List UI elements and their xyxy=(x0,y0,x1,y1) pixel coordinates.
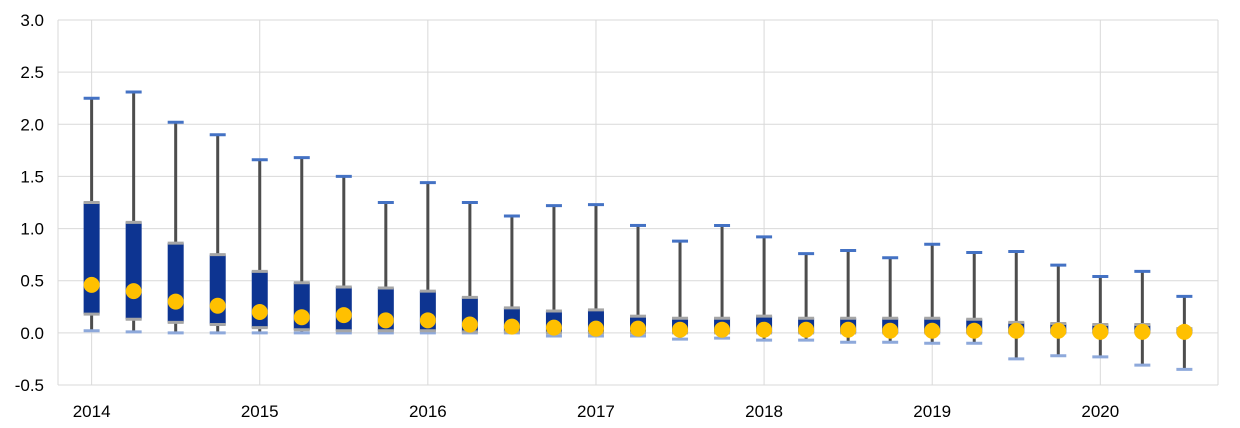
box-item xyxy=(1050,263,1067,358)
median-dot xyxy=(966,322,983,339)
y-tick-label: 1.5 xyxy=(20,167,44,186)
median-dot xyxy=(1176,323,1193,340)
box-item xyxy=(503,214,520,335)
median-dot xyxy=(293,309,310,326)
y-tick-label: 2.5 xyxy=(20,63,44,82)
median-dot xyxy=(461,316,478,333)
median-dot xyxy=(545,319,562,336)
median-dot xyxy=(587,320,604,337)
median-dot xyxy=(882,322,899,339)
box-item xyxy=(1092,275,1109,359)
median-dot xyxy=(1092,323,1109,340)
y-tick-label: 1.0 xyxy=(20,220,44,239)
box-item xyxy=(966,251,983,345)
x-tick-label: 2014 xyxy=(73,402,111,421)
y-tick-label: -0.5 xyxy=(15,376,44,395)
box-item xyxy=(419,181,436,335)
iqr-box xyxy=(209,254,226,325)
box-item xyxy=(545,204,562,338)
median-dot xyxy=(924,322,941,339)
median-dot xyxy=(167,293,184,310)
x-tick-label: 2020 xyxy=(1081,402,1119,421)
median-dot xyxy=(125,283,142,300)
y-tick-label: 0.5 xyxy=(20,272,44,291)
median-dot xyxy=(798,321,815,338)
box-item xyxy=(293,156,310,335)
y-tick-label: 2.0 xyxy=(20,115,44,134)
median-dot xyxy=(1050,322,1067,339)
box-item xyxy=(1008,250,1025,361)
box-item xyxy=(630,223,646,338)
x-tick-label: 2018 xyxy=(745,402,783,421)
box-item xyxy=(251,158,268,335)
median-dot xyxy=(251,304,268,320)
median-dot xyxy=(209,297,226,314)
box-item xyxy=(840,248,857,344)
median-dot xyxy=(630,320,646,337)
box-item xyxy=(798,252,815,342)
median-dot xyxy=(756,321,773,338)
box-item xyxy=(587,203,604,338)
box-item xyxy=(714,223,731,340)
box-item xyxy=(672,239,689,341)
median-dot xyxy=(335,307,352,324)
x-tick-label: 2016 xyxy=(409,402,447,421)
box-item xyxy=(167,120,184,335)
box-item xyxy=(377,201,394,335)
x-tick-label: 2015 xyxy=(241,402,279,421)
box-item xyxy=(756,235,773,342)
y-axis-ticks: 3.0 2.5 2.0 1.5 1.0 0.5 0.0 -0.5 xyxy=(15,11,44,395)
median-dot xyxy=(503,318,520,335)
box-item xyxy=(125,90,142,334)
y-tick-label: 0.0 xyxy=(20,324,44,343)
x-tick-label: 2019 xyxy=(913,402,951,421)
y-tick-label: 3.0 xyxy=(20,11,44,30)
box-item xyxy=(83,96,100,333)
box-item xyxy=(924,242,941,345)
box-item xyxy=(1176,294,1193,371)
iqr-box xyxy=(83,202,100,315)
median-dot xyxy=(672,321,689,338)
median-dot xyxy=(419,312,436,329)
box-item xyxy=(1134,269,1151,367)
x-tick-label: 2017 xyxy=(577,402,615,421)
median-dot xyxy=(840,321,857,338)
median-dot xyxy=(1008,322,1025,339)
iqr-box xyxy=(125,222,142,320)
boxes-layer xyxy=(83,90,1193,371)
median-dot xyxy=(83,276,100,293)
median-dot xyxy=(377,312,394,329)
x-axis-ticks: 2014 2015 2016 2017 2018 2019 2020 xyxy=(73,402,1120,421)
iqr-box xyxy=(167,243,184,323)
box-item xyxy=(335,174,352,335)
median-dot xyxy=(1134,323,1151,340)
box-item xyxy=(209,133,226,335)
box-item xyxy=(882,256,899,344)
median-dot xyxy=(714,321,731,338)
box-item xyxy=(461,201,478,335)
